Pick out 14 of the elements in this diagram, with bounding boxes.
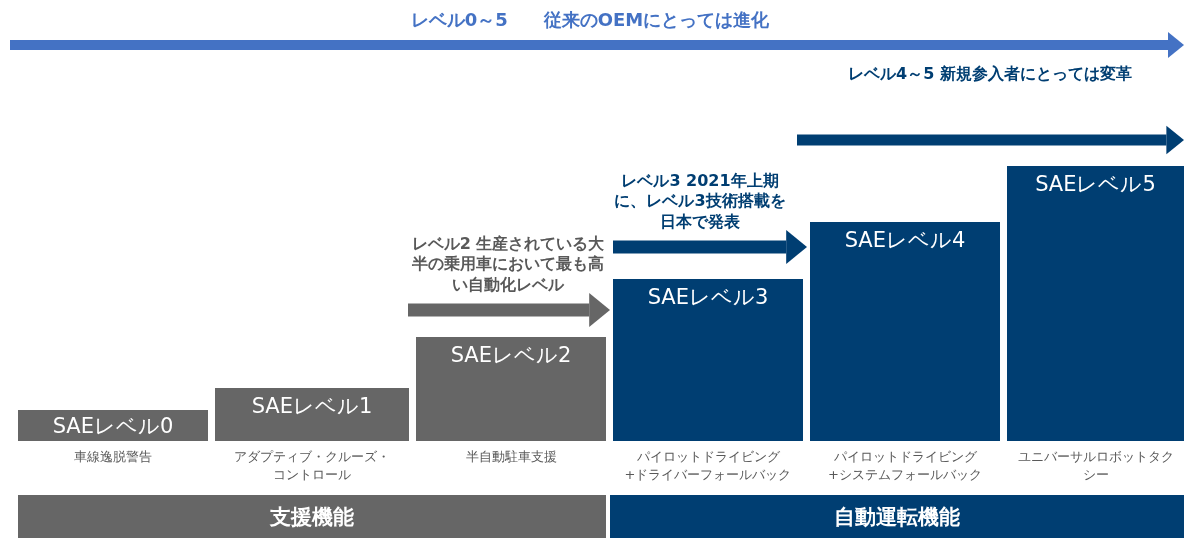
category-band: 支援機能 (18, 495, 606, 538)
feature-caption: パイロットドライビング +ドライバーフォールバック (623, 448, 793, 484)
annotation-text: レベル4～5 新規参入者にとっては変革 (847, 64, 1133, 85)
arrow (408, 293, 610, 327)
category-band: 自動運転機能 (610, 495, 1184, 538)
feature-caption: ユニバーサルロボットタクシー (1016, 448, 1175, 484)
feature-caption: パイロットドライビング +システムフォールバック (827, 448, 983, 484)
arrow (613, 230, 807, 264)
feature-caption: アダプティブ・クルーズ・コントロール (233, 448, 391, 484)
annotation-text: レベル2 生産されている大半の乗用車において最も高い自動化レベル (410, 233, 606, 296)
feature-caption: 半自動駐車支援 (464, 448, 558, 466)
annotation-text: レベル0～5 従来のOEMにとっては進化 (409, 8, 771, 32)
feature-caption: 車線逸脱警告 (73, 448, 153, 466)
annotation-text: レベル3 2021年上期に、レベル3技術搭載を日本で発表 (613, 170, 787, 233)
